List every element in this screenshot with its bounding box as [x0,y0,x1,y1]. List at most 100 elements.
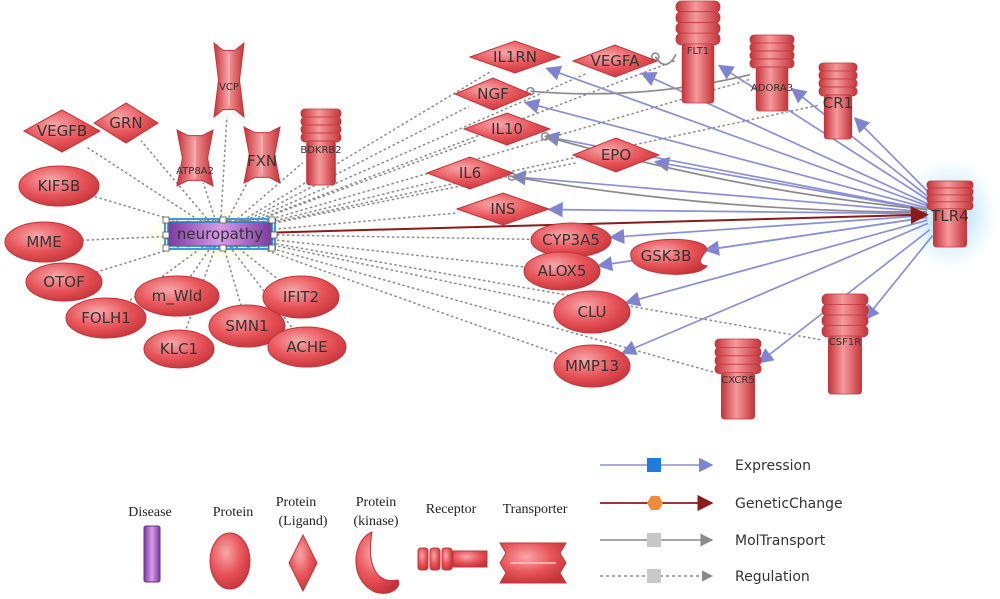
node-mme[interactable]: MME [4,221,84,263]
node-label-gsk3b: GSK3B [641,247,692,265]
node-alox5[interactable]: ALOX5 [523,251,601,291]
node-neuropathy[interactable]: neuropathy [162,216,278,252]
expression-edge-ngf [523,98,928,209]
node-label-otof: OTOF [43,273,84,291]
node-label-kif5b: KIF5B [38,177,81,195]
regulation-edge-cyp3a5 [268,231,532,241]
node-adora3[interactable]: ADORA3 [749,34,795,112]
node-tlr4[interactable]: TLR4 [926,180,974,248]
regulation-edge-ifit2 [230,241,280,281]
node-smn1[interactable]: SMN1 [208,304,286,348]
node-vcp[interactable]: VCP [213,41,245,119]
expression-edge-il6 [510,170,928,213]
node-vegfb[interactable]: VEGFB [22,109,102,153]
node-label-tlr4: TLR4 [930,207,969,225]
node-label-mmp13: MMP13 [565,357,619,375]
node-label-il10: IL10 [491,120,523,138]
node-label-vcp: VCP [219,82,239,93]
regulation-edge-vegfb [86,146,207,227]
node-klc1[interactable]: KLC1 [143,329,215,369]
regulation-edge-adora3 [248,78,751,229]
legend: Disease Protein Protein (Ligand) Protein… [128,457,843,594]
node-il10[interactable]: IL10 [462,112,552,146]
moltransport-edge-tlr4-il6 [507,172,928,213]
legend-regulation-label: Regulation [735,569,810,585]
legend-transporter-label: Transporter [503,502,568,517]
legend-receptor-shape [417,547,488,571]
legend-disease-shape [143,525,161,583]
node-fxn[interactable]: FXN [243,126,281,184]
node-label-epo: EPO [601,146,631,164]
node-gsk3b[interactable]: GSK3B [630,238,708,275]
node-ins[interactable]: INS [455,192,551,226]
node-kif5b[interactable]: KIF5B [18,165,100,207]
node-label-cyp3a5: CYP3A5 [542,231,600,249]
regulation-edge-folh1 [128,241,209,303]
node-epo[interactable]: EPO [571,137,661,173]
regulation-edge-mmp13 [244,240,561,356]
node-label-clu: CLU [577,303,606,321]
node-vegfa[interactable]: VEGFA [571,44,659,78]
node-m-wld[interactable]: m_Wld [134,275,220,317]
node-ache[interactable]: ACHE [267,326,347,368]
expression-edge-clu [624,219,928,307]
node-ifit2[interactable]: IFIT2 [262,275,340,319]
regulation-edge-alox5 [263,235,525,268]
node-grn[interactable]: GRN [93,102,159,144]
node-label-smn1: SMN1 [225,317,268,335]
legend-ligand-label-2: (Ligand) [279,514,328,529]
regulation-edge-atp8a2 [202,182,220,226]
node-cyp3a5[interactable]: CYP3A5 [530,222,612,258]
regulation-edge-clu [254,238,557,306]
legend-ligand-label-1: Protein [276,495,316,510]
node-label-csf1r: CSF1R [829,337,861,348]
node-bdkrb2[interactable]: BDKRB2 [300,108,342,186]
legend-kinase-label-2: (kinase) [353,514,398,529]
legend-transporter-shape [499,542,567,584]
node-cr1[interactable]: CR1 [818,62,858,140]
legend-genetic-change-hexagon [647,496,663,510]
legend-ligand-shape [288,533,318,593]
regulation-edge-il1rn [234,70,493,227]
node-otof[interactable]: OTOF [25,262,103,302]
legend-protein-label: Protein [213,505,253,520]
node-clu[interactable]: CLU [553,290,631,334]
node-folh1[interactable]: FOLH1 [65,297,147,339]
expression-edge-mmp13 [620,222,929,355]
node-csf1r[interactable]: CSF1R [821,293,869,395]
legend-protein-shape [209,532,251,590]
expression-edge-cr1 [853,117,932,196]
legend-kinase-label-1: Protein [356,495,396,510]
node-label-cxcr5: CXCR5 [721,375,754,386]
legend-genetic-change: GeneticChange [600,494,843,512]
regulation-edge-il10 [243,139,477,228]
expression-edge-ins [547,202,928,218]
legend-kinase-shape [355,531,400,594]
node-il1rn[interactable]: IL1RN [468,40,562,74]
node-label-cr1: CR1 [823,94,853,112]
node-mmp13[interactable]: MMP13 [553,344,631,388]
node-flt1[interactable]: FLT1 [675,0,721,104]
node-il6[interactable]: IL6 [425,156,515,190]
node-label-fxn: FXN [247,152,277,170]
genetic-change-edge-neuropathy-tlr4 [271,206,929,234]
regulation-edge-flt1 [243,59,677,228]
legend-regulation: Regulation [600,569,810,585]
node-ngf[interactable]: NGF [453,77,533,111]
node-label-m-wld: m_Wld [152,287,203,306]
node-atp8a2[interactable]: ATP8A2 [176,129,214,187]
regulation-edge-il6 [251,181,435,230]
expression-edge-adora3 [790,87,931,199]
node-label-mme: MME [26,233,61,251]
regulation-edge-mme [82,232,173,241]
legend-disease-label: Disease [128,505,172,520]
regulation-edge-fxn [222,176,252,226]
legend-receptor-label: Receptor [426,502,477,517]
legend-mol-transport: MolTransport [600,533,826,549]
node-label-vegfb: VEGFB [37,122,87,140]
legend-genetic-change-label: GeneticChange [735,496,843,512]
node-label-flt1: FLT1 [687,46,709,57]
node-cxcr5[interactable]: CXCR5 [714,338,762,420]
regulation-edge-vcp [216,116,228,226]
